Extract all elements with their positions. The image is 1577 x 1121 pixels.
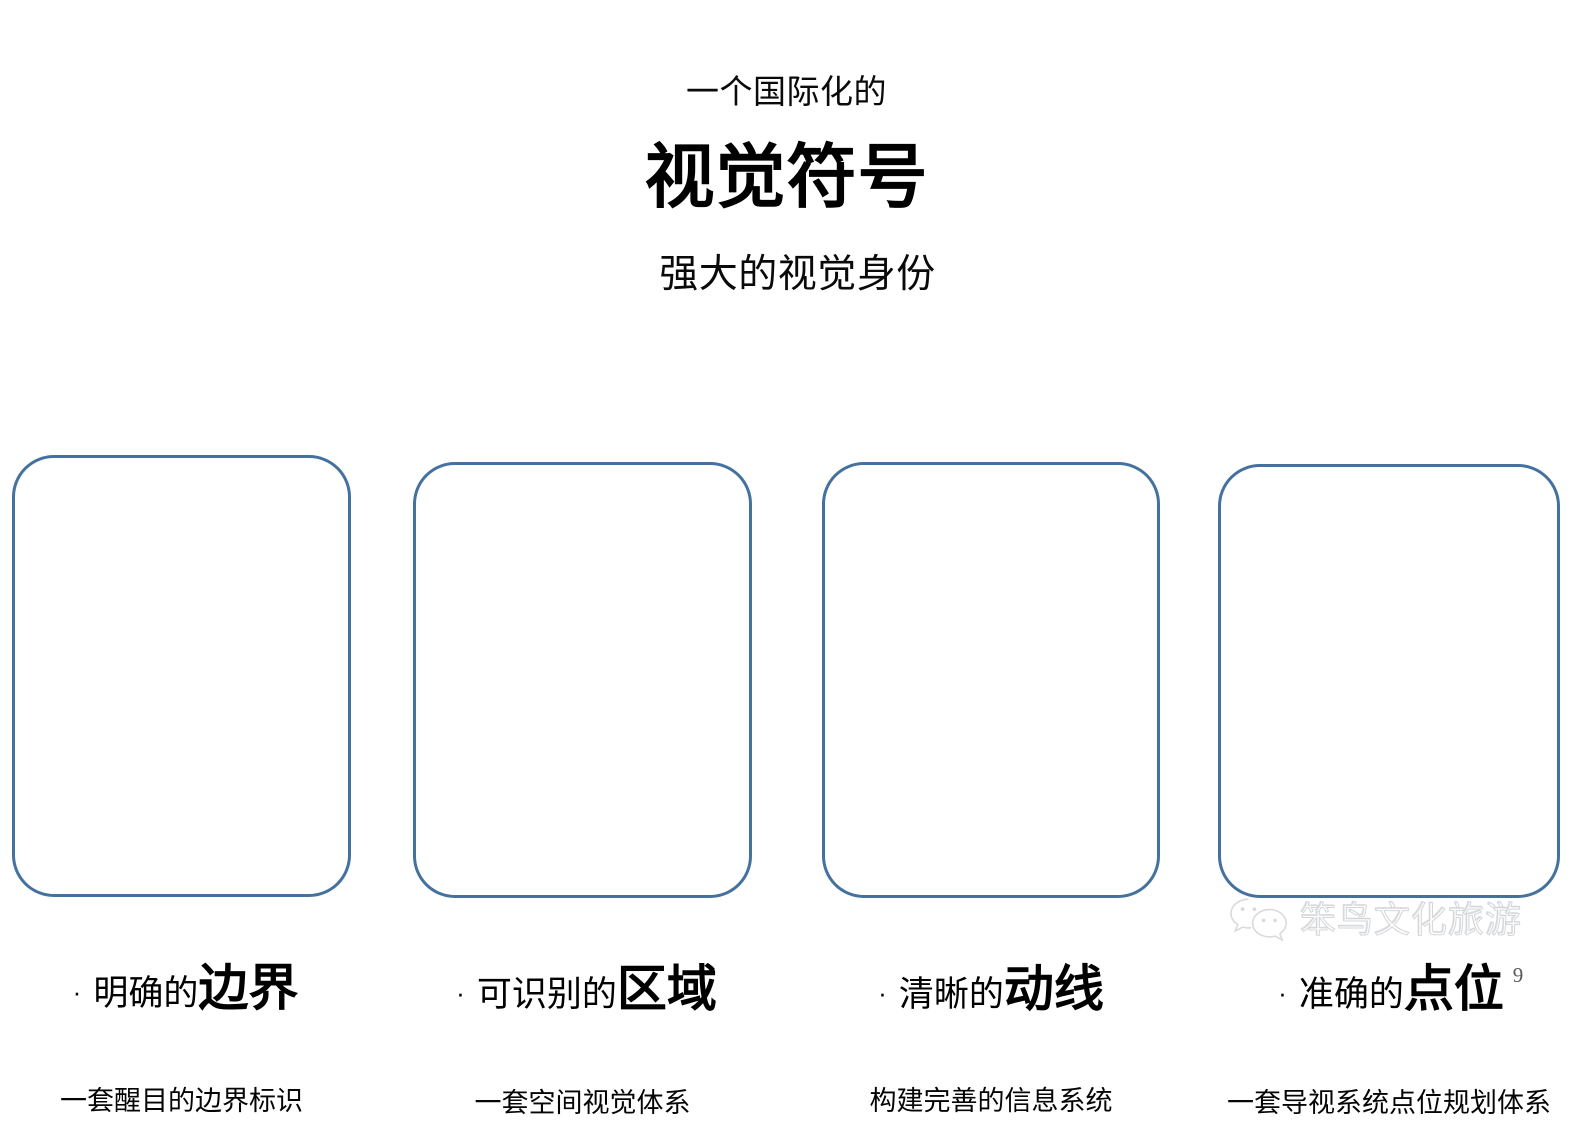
feature-card-description: 一套空间视觉体系: [474, 1088, 691, 1118]
feature-card-emphasis: 点位: [1403, 961, 1504, 1017]
header-subtitle: 强大的视觉身份: [659, 253, 936, 296]
feature-card-circulation: · 清晰的动线 构建完善的信息系统: [822, 462, 1160, 1116]
feature-card-prefix: 可识别的: [476, 975, 617, 1014]
feature-card-placement: · 准确的点位 一套导视系统点位规划体系: [1218, 464, 1560, 1118]
feature-card-boundary: ·明确的边界 一套醒目的边界标识: [12, 455, 351, 1116]
feature-card-heading: ·明确的边界: [19, 960, 352, 1023]
feature-card-description: 一套导视系统点位规划体系: [1227, 1088, 1551, 1118]
feature-card-emphasis: 区域: [616, 961, 717, 1017]
feature-card-description: 构建完善的信息系统: [869, 1086, 1113, 1116]
page-number: 9: [1512, 963, 1524, 987]
bullet-icon: ·: [1278, 977, 1287, 1008]
feature-card-area: · 可识别的区域 一套空间视觉体系: [413, 462, 752, 1118]
feature-card-heading: · 清晰的动线: [825, 961, 1157, 1024]
feature-card-prefix: 准确的: [1298, 975, 1404, 1014]
bullet-icon: ·: [72, 976, 82, 1007]
header-eyebrow: 一个国际化的: [686, 73, 887, 110]
page-title: 视觉符号: [644, 138, 929, 216]
wechat-icon: [1230, 898, 1288, 942]
feature-card-emphasis: 动线: [1003, 961, 1104, 1017]
watermark: 笨鸟文化旅游: [1228, 896, 1522, 944]
feature-card-description: 一套醒目的边界标识: [60, 1086, 303, 1116]
bullet-icon: ·: [878, 977, 887, 1008]
bullet-icon: ·: [456, 977, 465, 1008]
watermark-text: 笨鸟文化旅游: [1299, 899, 1523, 941]
feature-card-heading: · 可识别的区域: [420, 961, 753, 1024]
feature-card-prefix: 清晰的: [898, 975, 1004, 1014]
feature-card-emphasis: 边界: [198, 960, 299, 1016]
